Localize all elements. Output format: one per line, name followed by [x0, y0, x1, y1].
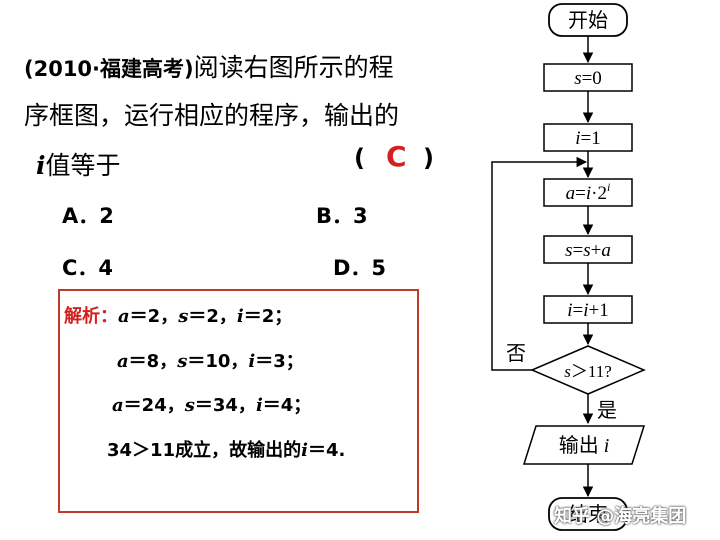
option-c: C．4	[62, 256, 114, 280]
flow-start-text: 开始	[568, 9, 608, 32]
question-line-3: i值等于	[36, 146, 121, 182]
flow-i-incr-text: i=i+1	[567, 300, 609, 321]
solution-line-3: a＝24，s＝34，i＝4；	[112, 395, 312, 416]
question-line-3-text: 值等于	[45, 151, 121, 180]
question-line-2: 序框图，运行相应的程序，输出的	[24, 101, 400, 130]
flow-yes-label: 是	[597, 400, 617, 422]
flow-no-label: 否	[506, 343, 526, 365]
flow-i-init-node	[543, 123, 633, 152]
flow-i-init-text: i=1	[575, 128, 601, 149]
flow-condition-text: s＞11?	[564, 362, 612, 381]
option-d: D．5	[333, 256, 387, 280]
flow-output-node	[522, 425, 646, 465]
solution-line-2: a＝8，s＝10，i＝3；	[117, 351, 304, 372]
flow-s-assign-node	[543, 235, 633, 264]
option-a: A．2	[62, 204, 114, 228]
answer-paren-close: )	[423, 144, 434, 172]
option-b: B．3	[316, 204, 368, 228]
solution-label: 解析：	[64, 306, 118, 327]
question-line-1-text: 阅读右图所示的程	[193, 53, 394, 82]
answer-letter: C	[386, 140, 407, 173]
solution-box	[58, 289, 419, 513]
question-line-1: (2010·福建高考)阅读右图所示的程	[24, 48, 394, 84]
flow-end-node	[548, 497, 628, 531]
solution-line-1: 解析：a＝2，s＝2，i＝2；	[64, 306, 293, 327]
solution-line-4: 34＞11成立，故输出的i＝4.	[107, 440, 346, 461]
flow-a-assign-text: a=i·2i	[566, 180, 611, 204]
flow-s-assign-text: s=s+a	[565, 240, 611, 261]
flow-a-assign-node	[543, 178, 633, 207]
answer-paren-open: (	[354, 144, 365, 172]
flow-s-init-text: s=0	[574, 68, 602, 89]
flow-loop-arrow	[491, 156, 588, 371]
flow-end-text: 结束	[568, 503, 608, 526]
watermark: 知乎 @海亮集团	[554, 506, 687, 527]
question-source: (2010·福建高考)	[24, 57, 194, 81]
flow-i-incr-node	[543, 295, 633, 324]
flow-output-text: 输出 i	[559, 434, 610, 457]
question-var-i: i	[36, 151, 46, 180]
flow-s-init-node	[543, 63, 633, 92]
